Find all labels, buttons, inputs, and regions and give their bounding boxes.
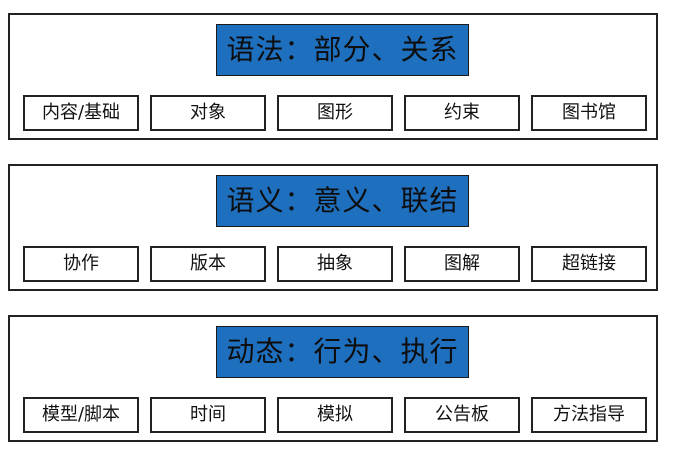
dynamics-item-time: 时间 [150,397,266,433]
syntax-layer-panel: 语法：部分、关系 内容/基础 对象 图形 约束 图书馆 [8,13,658,140]
dynamics-layer-title: 动态：行为、执行 [216,326,469,378]
dynamics-item-bulletin-board: 公告板 [404,397,520,433]
dynamics-layer-panel: 动态：行为、执行 模型/脚本 时间 模拟 公告板 方法指导 [8,315,658,442]
dynamics-item-method-guidance: 方法指导 [531,397,647,433]
semantics-layer-items: 协作 版本 抽象 图解 超链接 [23,246,647,282]
semantics-layer-title: 语义：意义、联结 [216,175,469,227]
syntax-item-constraint: 约束 [404,95,520,131]
syntax-item-content-basis: 内容/基础 [23,95,139,131]
dynamics-item-simulation: 模拟 [277,397,393,433]
syntax-item-graphics: 图形 [277,95,393,131]
syntax-item-object: 对象 [150,95,266,131]
semantics-item-abstraction: 抽象 [277,246,393,282]
semantics-item-version: 版本 [150,246,266,282]
semantics-layer-panel: 语义：意义、联结 协作 版本 抽象 图解 超链接 [8,164,658,291]
syntax-layer-items: 内容/基础 对象 图形 约束 图书馆 [23,95,647,131]
syntax-layer-title: 语法：部分、关系 [216,24,469,76]
semantics-item-diagram: 图解 [404,246,520,282]
dynamics-layer-items: 模型/脚本 时间 模拟 公告板 方法指导 [23,397,647,433]
syntax-item-library: 图书馆 [531,95,647,131]
semantics-item-collaboration: 协作 [23,246,139,282]
semantics-item-hyperlink: 超链接 [531,246,647,282]
dynamics-item-model-script: 模型/脚本 [23,397,139,433]
